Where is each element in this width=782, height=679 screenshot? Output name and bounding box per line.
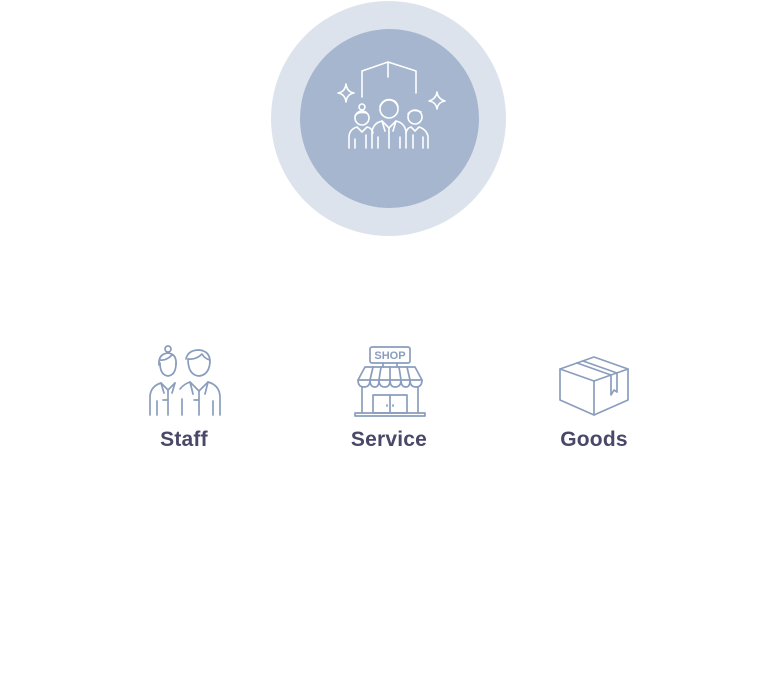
category-service[interactable]: SHOP Service: [319, 345, 459, 452]
category-label: Service: [350, 428, 428, 451]
category-staff[interactable]: Staff: [114, 345, 254, 452]
category-label: Staff: [160, 428, 208, 451]
shop-sign-text: SHOP: [374, 350, 405, 362]
shop-storefront-icon: SHOP: [354, 346, 426, 417]
category-goods[interactable]: Goods: [524, 345, 664, 452]
category-label: Goods: [560, 428, 628, 451]
team-group-icon: [337, 61, 446, 149]
hero-badge-inner: [300, 29, 479, 208]
package-box-icon: [559, 356, 629, 416]
staff-people-icon: [149, 345, 221, 416]
hero-badge: [271, 1, 506, 236]
